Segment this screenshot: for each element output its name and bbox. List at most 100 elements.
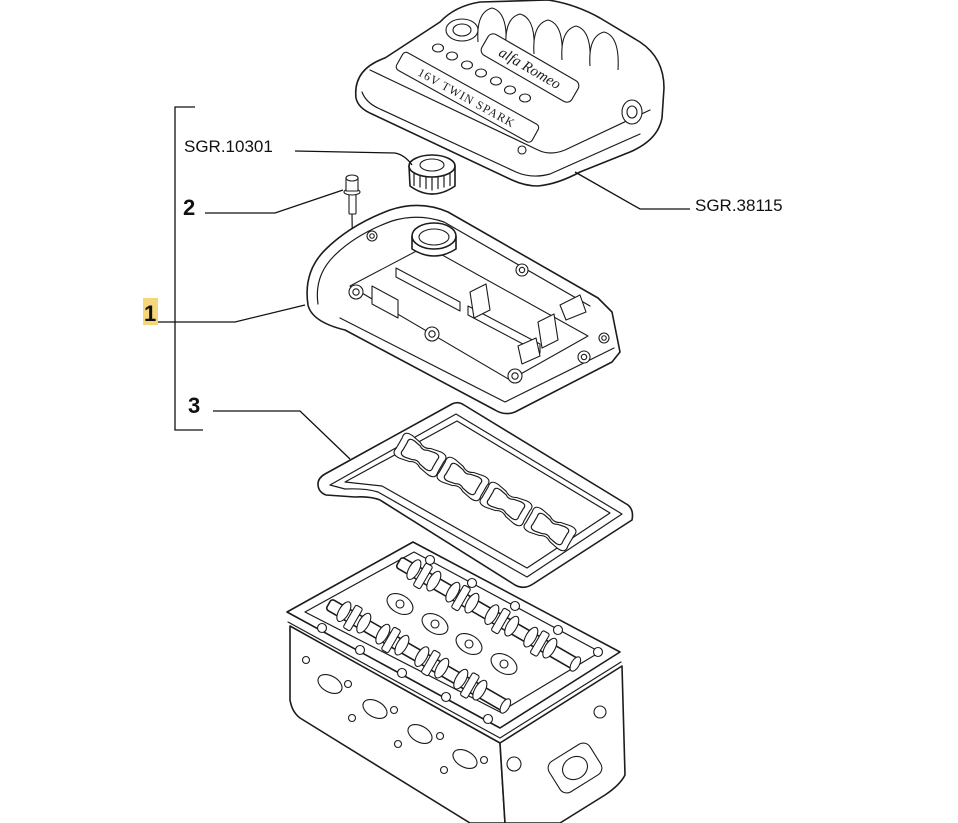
cam-lobe [472,679,488,701]
head-port [317,674,343,694]
bearing-cap [413,562,433,590]
callout-2-leader [205,189,344,214]
head-bolt-hole [354,644,366,656]
cylinder-head-side-plug-2 [593,705,607,719]
exhaust-flange-bore [561,755,589,781]
cover-dot [445,51,459,61]
spark-plug-bore [395,599,405,609]
cover-dot [518,93,532,103]
valve-cover-rear-tab [559,294,587,321]
cylinder-head-ports [301,655,489,775]
engine-cover-small-hole [517,145,527,155]
cam-lobe [394,634,410,656]
callout-3-label[interactable]: 3 [188,393,200,418]
valve-cover-front-lip [339,317,615,403]
head-bolt-hole [552,624,564,636]
cam-lobe [504,615,520,637]
callout-2[interactable]: 2 [183,189,344,220]
seal-inner [400,438,440,472]
spark-plug-seal [523,506,577,552]
head-bolt-hole [316,622,328,634]
head-port [407,724,433,744]
valve-cover-rib-2 [467,305,541,354]
cover-dot [503,85,517,95]
head-bolt-hole [440,691,452,703]
head-face-hole [301,655,311,665]
reference-oil-cap-leader [294,150,413,166]
engine-plate-frame [395,51,540,143]
cam-lobe [445,581,461,603]
gasket-inner-edge [329,413,623,578]
callout-1-leader [158,304,306,323]
bearing-cap [451,584,471,612]
bolt-boss-hole [580,353,588,361]
valve-cover-bolt-bosses [348,230,610,384]
spark-plug-bore [430,619,440,629]
head-bolt-hole [509,600,521,612]
reference-oil-cap-label[interactable]: SGR.10301 [184,137,273,156]
head-port [452,749,478,769]
cam-lobe [414,646,430,668]
cam-lobe [464,592,480,614]
cylinder-head-bolt-holes [316,554,604,725]
bearing-cap [530,630,550,657]
camshaft-end [499,698,512,714]
cylinder-head [286,541,626,823]
cylinder-head-right-face [499,665,626,823]
head-face-hole [479,755,489,765]
cylinder-head-spark-plug-wells [386,592,518,676]
bolt-head-top [345,174,359,182]
camshaft-end [569,656,582,672]
valve-cover-rib-5 [537,313,559,349]
exhaust-flange [547,742,603,794]
reference-engine-cover-leader [574,171,690,210]
head-face-hole [439,765,449,775]
cam-lobe [542,637,558,659]
bearing-cap [381,626,401,654]
callout-2-label[interactable]: 2 [183,195,195,220]
bearing-cap [421,649,441,677]
bearing-cap [460,672,480,699]
cylinder-head-side-plug [506,756,522,772]
engine-cover-front-band [369,69,651,154]
valve-cover-rib-1 [395,267,461,312]
reference-engine-cover[interactable]: SGR.38115 [574,171,783,215]
cam-lobe [356,612,372,634]
callout-3[interactable]: 3 [188,393,351,460]
cover-dot [431,43,445,53]
reference-oil-cap[interactable]: SGR.10301 [184,137,413,166]
cam-lobe [426,570,442,592]
valve-cover-gasket [317,401,634,589]
bolt-boss-hole [352,288,360,296]
engine-cover-ribs [477,7,619,71]
valve-cover-side-tab [517,337,541,365]
engine-cover-mount-hole-inner [626,105,638,119]
cover-rib [505,13,535,53]
bolt-boss-hole [518,266,526,274]
engine-cover-skirt-line [361,91,641,177]
callout-1-label[interactable]: 1 [144,301,156,326]
bolt-boss-hole [428,330,436,338]
callout-1[interactable]: 1 [143,298,306,326]
valve-cover-rim-inner [316,216,591,307]
seal-inner [486,487,526,521]
cover-rib [561,25,591,65]
spark-plug-seal [479,481,533,527]
cover-rib [589,31,619,71]
cam-lobe [434,657,450,679]
bearing-cap [491,607,511,635]
engine-cover-dot-row [431,43,532,103]
head-face-hole [389,705,399,715]
seal-inner [530,512,570,546]
cam-lobe [336,601,352,623]
cam-lobe [523,626,539,648]
spark-plug-bore [464,639,474,649]
cylinder-head-deck [286,541,621,729]
spark-plug-seal [436,456,490,502]
cam-lobe [406,559,422,581]
valve-cover-rib-3 [371,285,399,319]
reference-engine-cover-label[interactable]: SGR.38115 [695,196,783,215]
exhaust-camshaft [325,599,512,714]
